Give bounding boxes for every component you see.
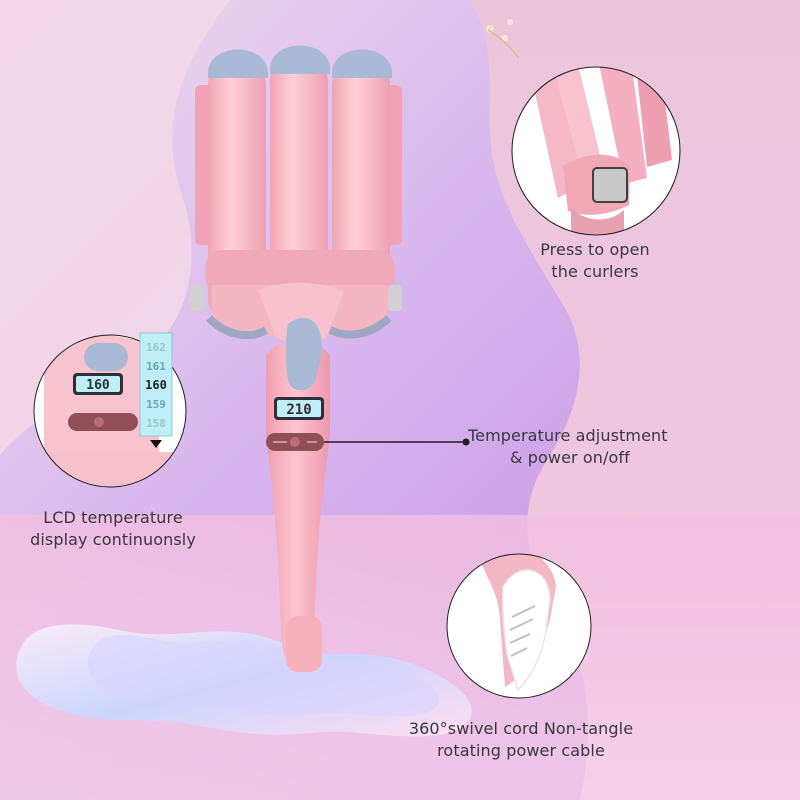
scale-value-5: 158	[146, 417, 166, 430]
scale-value-4: 159	[146, 398, 166, 411]
acrylic-stand	[16, 624, 472, 737]
caption-lcd: LCD temperature display continuonsly	[8, 507, 218, 551]
decor-flower	[486, 19, 520, 59]
caption-press-open: Press to open the curlers	[514, 239, 676, 283]
caption-swivel-line-1: 360°swivel cord Non-tangle	[408, 719, 634, 738]
caption-temperature: Temperature adjustment & power on/off	[468, 425, 698, 469]
zoom-power-button-icon	[94, 417, 104, 427]
caption-swivel: 360°swivel cord Non-tangle rotating powe…	[396, 718, 646, 762]
caption-press-open-line-1: Press to open	[540, 240, 650, 259]
caption-lcd-line-2: display continuonsly	[30, 530, 196, 549]
floor	[0, 515, 800, 800]
scale-value-1: 162	[146, 341, 166, 354]
background-left-panel	[0, 0, 230, 455]
caption-temperature-line-2: & power on/off	[510, 448, 630, 467]
caption-lcd-line-1: LCD temperature	[43, 508, 183, 527]
caption-temperature-line-1: Temperature adjustment	[468, 426, 668, 445]
main-temperature-display: 210	[286, 402, 311, 418]
zoom-open-curlers	[511, 66, 681, 236]
temperature-scale-panel: 162 161 160 159 158	[139, 332, 173, 448]
three-barrel-curler: 210	[190, 45, 470, 672]
down-triangle-icon	[150, 440, 162, 448]
scale-value-3: 160	[145, 378, 167, 392]
zoom-temperature-display: 160	[86, 378, 110, 393]
scale-value-2: 161	[146, 360, 166, 373]
power-button-icon	[290, 437, 300, 447]
caption-press-open-line-2: the curlers	[551, 262, 639, 281]
caption-swivel-line-2: rotating power cable	[437, 741, 605, 760]
temperature-pointer-dot	[462, 438, 470, 446]
zoom-swivel-cord	[446, 553, 592, 699]
